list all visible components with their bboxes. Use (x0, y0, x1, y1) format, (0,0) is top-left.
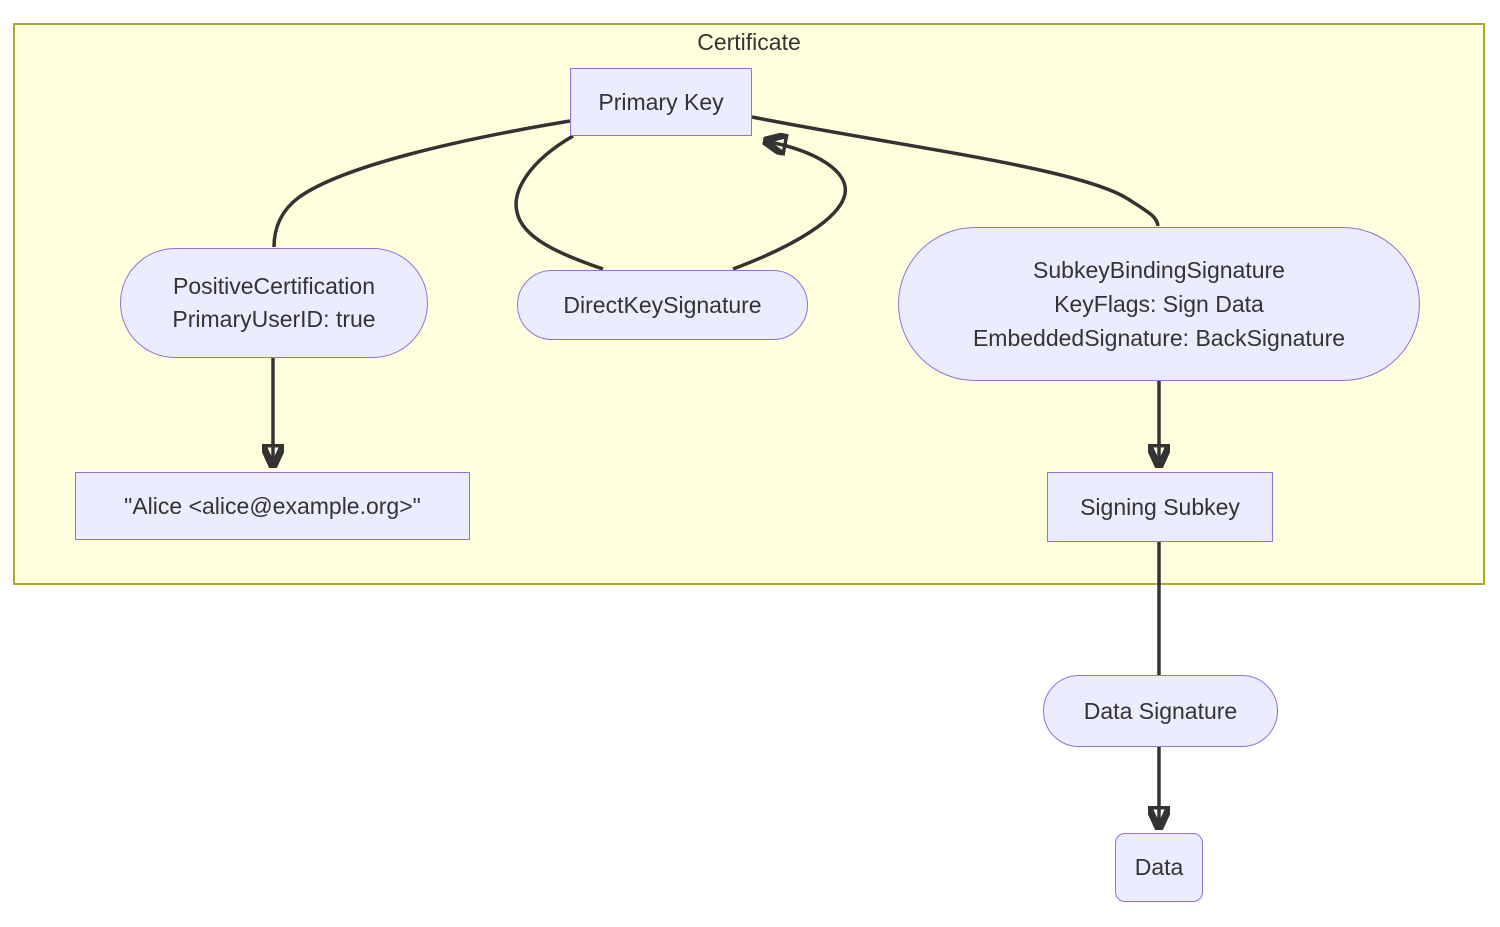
node-data-label: Data (1134, 854, 1184, 880)
node-positive-certification-line1: PositiveCertification (173, 273, 375, 299)
node-signing-subkey: Signing Subkey (1047, 472, 1273, 542)
node-signing-subkey-label: Signing Subkey (1080, 493, 1240, 520)
node-primary-key-label: Primary Key (598, 88, 724, 115)
edge-primarykey-directkeysignature (514, 134, 604, 271)
node-subkey-binding-signature-line1: SubkeyBindingSignature (1033, 257, 1285, 283)
edge-primarykey-positivecertification (272, 119, 571, 248)
node-direct-key-signature: DirectKeySignature (517, 270, 808, 340)
node-positive-certification: PositiveCertification PrimaryUserID: tru… (120, 248, 428, 358)
edge-primarykey-subkeybindingsignature (751, 115, 1160, 227)
node-user-id: "Alice <alice@example.org>" (75, 472, 470, 540)
node-data: Data (1115, 833, 1203, 902)
node-user-id-label: "Alice <alice@example.org>" (124, 492, 421, 519)
node-subkey-binding-signature: SubkeyBindingSignature KeyFlags: Sign Da… (898, 227, 1420, 381)
node-positive-certification-line2: PrimaryUserID: true (172, 306, 376, 332)
edge-directkeysignature-primarykey (732, 141, 847, 271)
node-data-signature-label: Data Signature (1083, 697, 1238, 724)
node-subkey-binding-signature-line3: EmbeddedSignature: BackSignature (972, 325, 1346, 351)
node-primary-key: Primary Key (570, 68, 752, 136)
node-subkey-binding-signature-line2: KeyFlags: Sign Data (1054, 291, 1264, 317)
certificate-cluster-label: Certificate (697, 29, 801, 55)
node-direct-key-signature-label: DirectKeySignature (563, 291, 762, 318)
node-data-signature: Data Signature (1043, 675, 1278, 747)
